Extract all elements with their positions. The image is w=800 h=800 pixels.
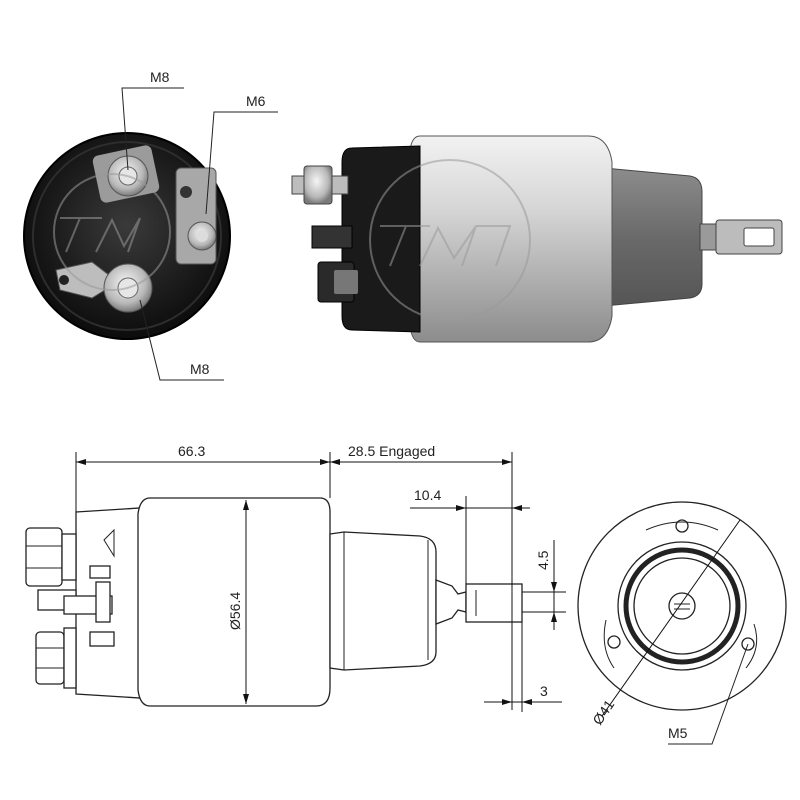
dim-tab-offset: 10.4 bbox=[414, 487, 441, 503]
front-view-drawing bbox=[577, 501, 787, 711]
side-view-photo bbox=[291, 135, 783, 343]
end-view-photo bbox=[23, 132, 231, 340]
label-bottom-m8: M8 bbox=[190, 361, 210, 377]
watermark-logo-right bbox=[369, 159, 531, 321]
dim-flange-diameter: Ø41 bbox=[589, 697, 617, 728]
side-view-dimensions: 66.3 28.5 Engaged 10.4 4.5 3 Ø56.4 bbox=[75, 443, 566, 712]
dim-body-diameter: Ø56.4 bbox=[227, 592, 243, 630]
dim-tab-thickness: 3 bbox=[540, 683, 548, 699]
end-view-callouts: M8 M6 M8 bbox=[121, 69, 278, 381]
side-view-drawing bbox=[25, 497, 523, 707]
dim-plunger-travel: 28.5 Engaged bbox=[348, 443, 435, 459]
label-m5: M5 bbox=[668, 725, 688, 741]
label-top-m8: M8 bbox=[150, 69, 170, 85]
dim-body-length: 66.3 bbox=[178, 443, 205, 459]
dim-tab-width: 4.5 bbox=[535, 550, 551, 570]
label-m6: M6 bbox=[246, 93, 266, 109]
side-terminal-stud bbox=[175, 167, 217, 265]
watermark-logo-left bbox=[53, 173, 171, 291]
